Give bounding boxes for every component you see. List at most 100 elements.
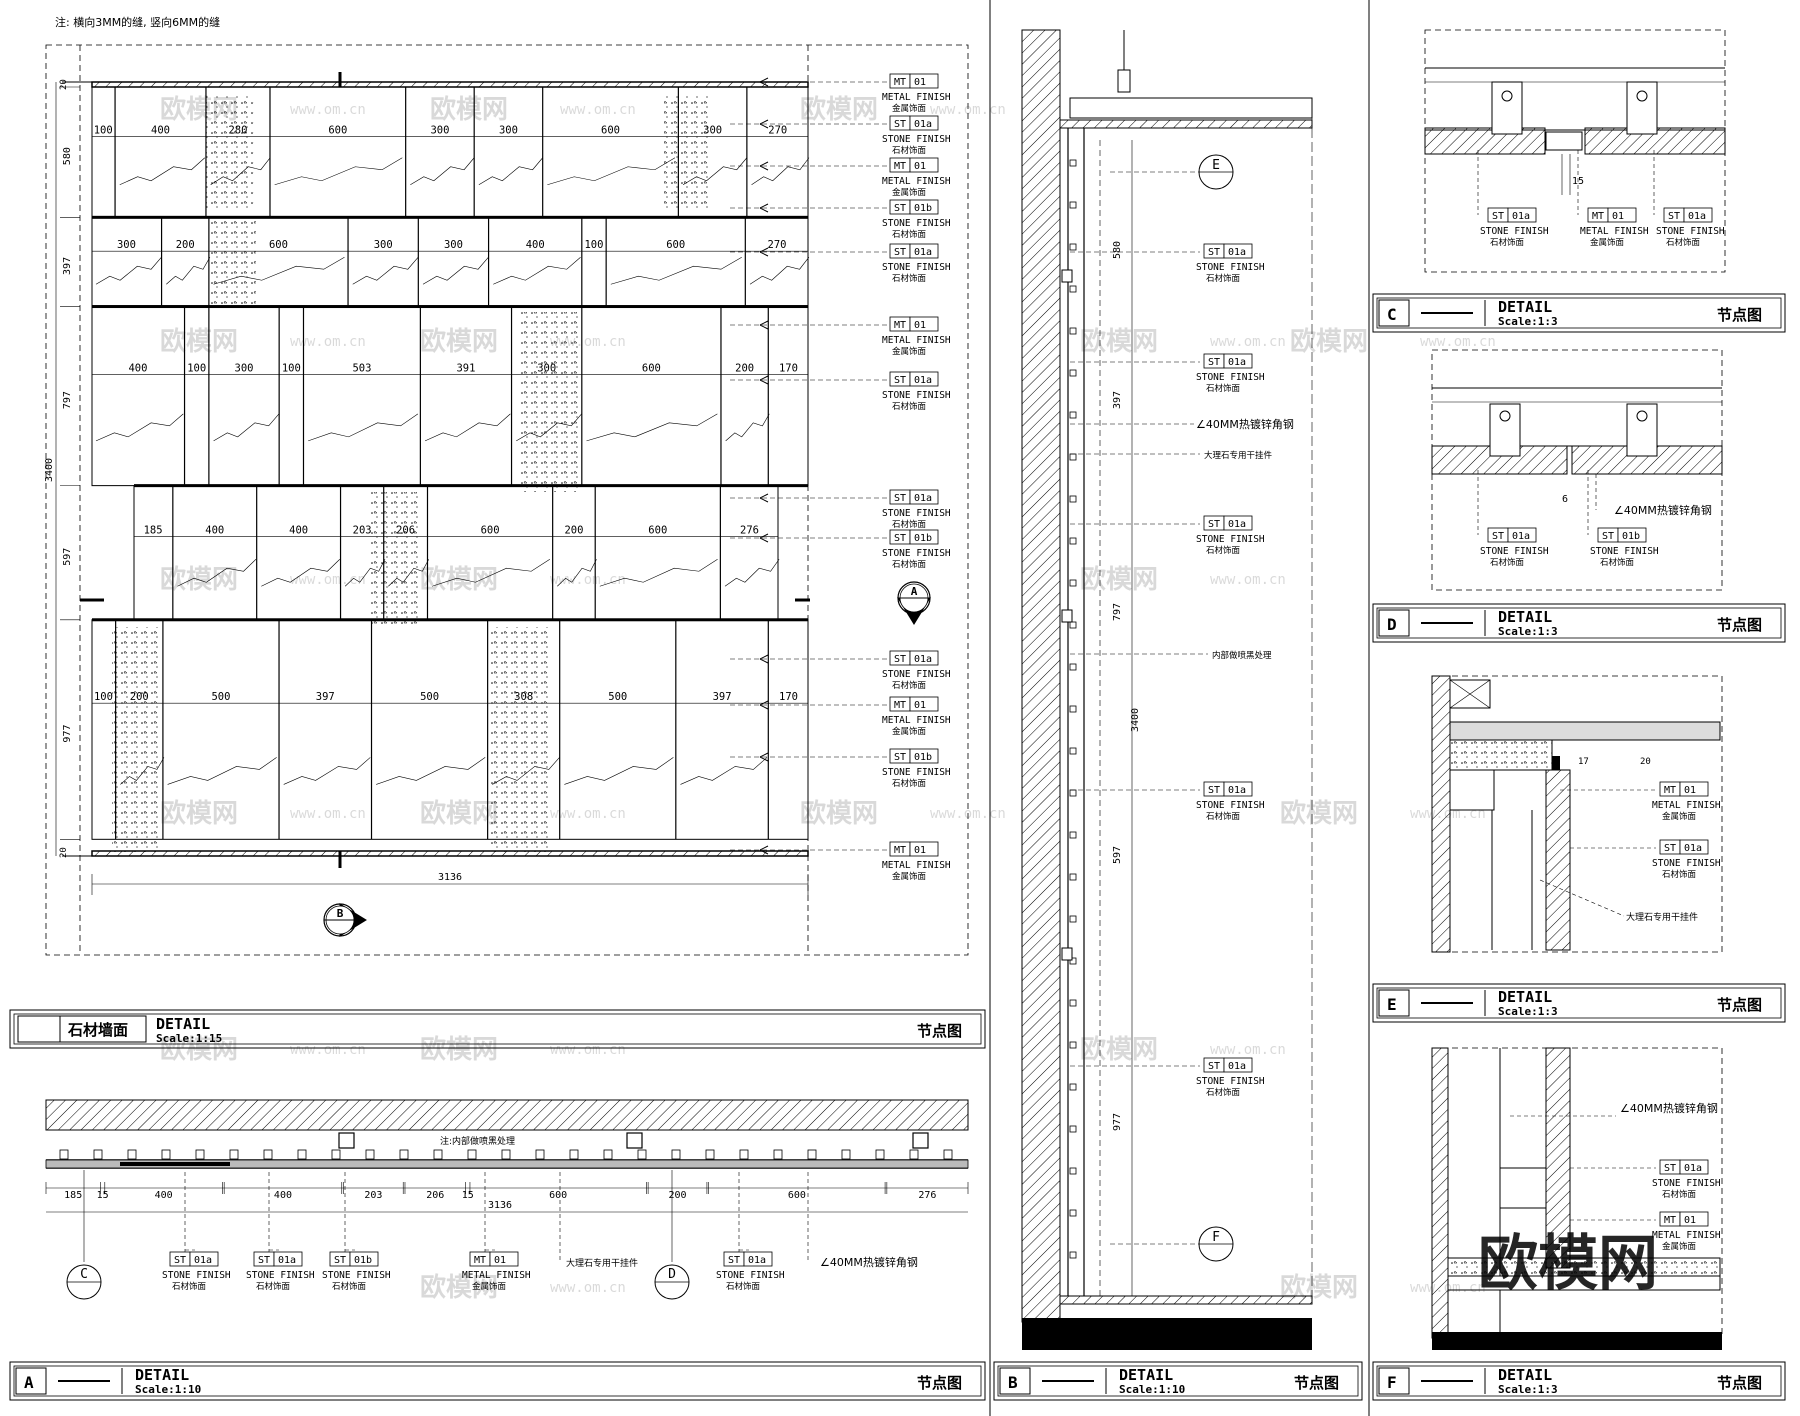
callout-num: 01a bbox=[1228, 1061, 1246, 1072]
row-height-dim: 397 bbox=[62, 257, 73, 275]
callout-en: STONE FINISH bbox=[1652, 1178, 1721, 1189]
watermark-url: www.om.cn bbox=[290, 572, 366, 588]
plan-hanger bbox=[671, 1149, 681, 1160]
elevation-dim: 300 bbox=[444, 239, 463, 251]
marble-vein bbox=[493, 257, 581, 285]
elevation-dim: 600 bbox=[666, 239, 685, 251]
callout-code: ST bbox=[1664, 1163, 1676, 1174]
callout-en: METAL FINISH bbox=[882, 335, 951, 346]
sectionb-hanger bbox=[1069, 327, 1077, 335]
watermark-url: www.om.cn bbox=[550, 1280, 626, 1296]
callout-code: ST bbox=[894, 375, 906, 386]
elevation-dim: 397 bbox=[316, 691, 335, 703]
elevation-dim: 200 bbox=[176, 239, 195, 251]
callout-num: 01 bbox=[914, 700, 926, 711]
title-name-box bbox=[59, 1015, 147, 1043]
callout-cn: 石材饰面 bbox=[892, 559, 927, 570]
callout-num-box bbox=[1679, 1211, 1709, 1227]
sectionb-dim: 397 bbox=[1112, 391, 1123, 409]
detail-c-bracket bbox=[1491, 81, 1523, 135]
sectionb-hanger bbox=[1069, 1083, 1077, 1091]
watermark-url: www.om.cn bbox=[1410, 1280, 1486, 1296]
detail-e-hanger-note: 大理石专用干挂件 bbox=[1626, 911, 1698, 923]
callout-en: STONE FINISH bbox=[882, 508, 951, 519]
watermark-url: www.om.cn bbox=[930, 806, 1006, 822]
callout-num-box bbox=[909, 748, 939, 764]
stone-row-2 bbox=[91, 216, 809, 308]
detail-f-angle-note: ∠40MM热镀锌角钢 bbox=[1620, 1101, 1718, 1115]
elevation-dim: 400 bbox=[526, 239, 545, 251]
sectionb-hanger bbox=[1069, 243, 1077, 251]
title-bar-frame bbox=[1372, 983, 1786, 1023]
callout-num-box bbox=[909, 73, 939, 89]
callout-num-box bbox=[909, 316, 939, 332]
callout-num-box bbox=[1507, 527, 1537, 543]
leader-arrow bbox=[759, 533, 769, 543]
title-node: 节点图 bbox=[1294, 1374, 1339, 1392]
callout-num: 01 bbox=[1612, 211, 1624, 222]
watermark-text: 欧模网 bbox=[420, 1272, 498, 1303]
callout-num: 01a bbox=[1228, 519, 1246, 530]
sectionb-black-note: 内部做喷黑处理 bbox=[1212, 650, 1272, 661]
elevation-dim: 100 bbox=[282, 363, 301, 375]
bottom-metal-band bbox=[91, 850, 809, 857]
stone-01b-panel bbox=[112, 627, 158, 852]
sectionb-hanger bbox=[1069, 621, 1077, 629]
callout-cn: 石材饰面 bbox=[256, 1281, 291, 1292]
sectionb-bottom-frame bbox=[1059, 1295, 1313, 1305]
callout-num-box bbox=[349, 1251, 379, 1267]
title-detail: DETAIL bbox=[1498, 1366, 1552, 1384]
callout-code: MT bbox=[894, 77, 906, 88]
callout-code: ST bbox=[1208, 357, 1220, 368]
callout-num-box bbox=[1679, 781, 1709, 797]
watermark-url: www.om.cn bbox=[1410, 806, 1486, 822]
section-marker-label: A bbox=[911, 585, 918, 598]
elevation-dim: 503 bbox=[352, 363, 371, 375]
callout-en: STONE FINISH bbox=[1652, 858, 1721, 869]
title-bar-inner bbox=[997, 1365, 1359, 1397]
detail-marker-label: D bbox=[668, 1267, 676, 1282]
callout-code: ST bbox=[1668, 211, 1680, 222]
stone-row-4 bbox=[133, 485, 779, 621]
callout-num-box bbox=[909, 841, 939, 857]
elevation-dim: 600 bbox=[642, 363, 661, 375]
sectionb-hanger bbox=[1069, 1209, 1077, 1217]
detail-d-bracket bbox=[1626, 403, 1658, 457]
watermark-url: www.om.cn bbox=[290, 1042, 366, 1058]
elevation-dim: 400 bbox=[205, 525, 224, 537]
sectionb-hanger bbox=[1069, 411, 1077, 419]
callout-cn: 石材饰面 bbox=[1206, 1087, 1241, 1098]
detail-f-stone bbox=[1545, 1047, 1571, 1269]
callout-num: 01a bbox=[748, 1255, 766, 1266]
plan-hanger bbox=[365, 1149, 375, 1160]
callout-cn: 石材饰面 bbox=[1662, 1189, 1697, 1200]
callout-cn: 石材饰面 bbox=[892, 229, 927, 240]
leader-arrow bbox=[759, 247, 769, 257]
watermark-url: www.om.cn bbox=[1210, 334, 1286, 350]
elevation-dim: 600 bbox=[648, 525, 667, 537]
callout-num-box bbox=[909, 157, 939, 173]
callout-num-box bbox=[1679, 1159, 1709, 1175]
row-height-dim: 797 bbox=[62, 391, 73, 409]
marble-vein bbox=[610, 256, 742, 285]
leader-arrow bbox=[759, 161, 769, 171]
leader-arrow bbox=[759, 320, 769, 330]
title-bar-frame bbox=[1372, 603, 1786, 643]
marble-vein bbox=[586, 413, 718, 442]
callout-code: ST bbox=[1208, 1061, 1220, 1072]
callout-code: ST bbox=[1664, 843, 1676, 854]
sectionb-bracket bbox=[1061, 609, 1073, 623]
callout-num-box bbox=[1223, 353, 1253, 369]
watermark-text: 欧模网 bbox=[420, 798, 498, 829]
sectionb-hanger bbox=[1069, 201, 1077, 209]
callout-code: ST bbox=[894, 493, 906, 504]
callout-en: METAL FINISH bbox=[462, 1270, 531, 1281]
